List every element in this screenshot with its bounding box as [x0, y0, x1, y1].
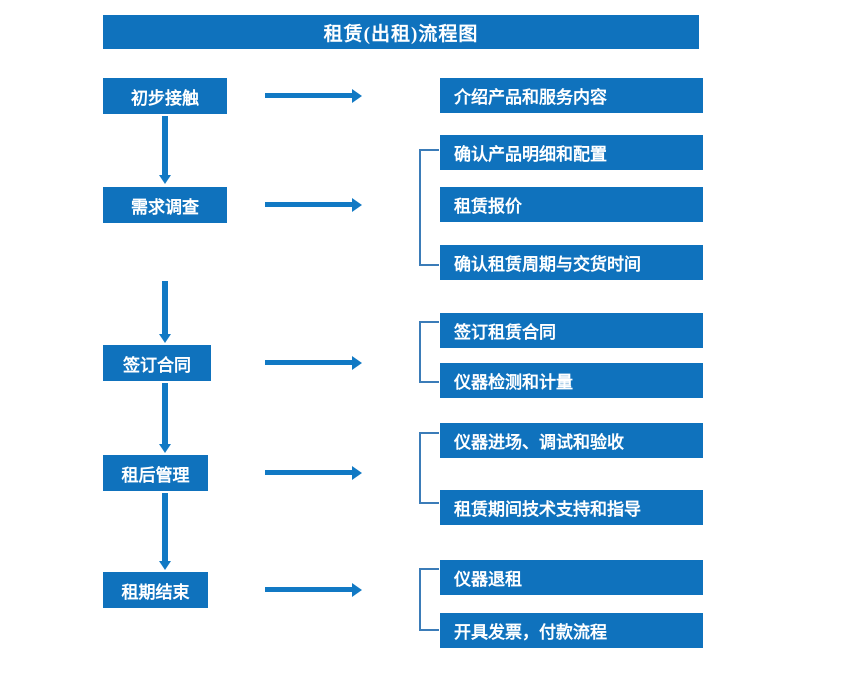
detail-arrow-right-5 — [265, 583, 362, 597]
stage-node-5[interactable]: 租期结束 — [103, 572, 208, 608]
detail-node-6[interactable]: 仪器检测和计量 — [440, 363, 703, 398]
stage-node-4[interactable]: 租后管理 — [103, 455, 208, 491]
detail-node-7[interactable]: 仪器进场、调试和验收 — [440, 423, 703, 458]
stage-node-2[interactable]: 需求调查 — [103, 187, 227, 223]
detail-node-4[interactable]: 确认租赁周期与交货时间 — [440, 245, 703, 280]
detail-node-9[interactable]: 仪器退租 — [440, 560, 703, 595]
diagram-title: 租赁(出租)流程图 — [103, 15, 699, 49]
flow-arrow-down-2 — [159, 281, 171, 343]
detail-node-1[interactable]: 介绍产品和服务内容 — [440, 78, 703, 113]
detail-arrow-right-2 — [265, 198, 362, 212]
detail-node-8[interactable]: 租赁期间技术支持和指导 — [440, 490, 703, 525]
flow-arrow-down-3 — [159, 383, 171, 453]
detail-arrow-right-3 — [265, 356, 362, 370]
group-bracket-3 — [419, 321, 439, 383]
flow-arrow-down-1 — [159, 116, 171, 184]
detail-arrow-right-1 — [265, 89, 362, 103]
detail-node-3[interactable]: 租赁报价 — [440, 187, 703, 222]
stage-node-1[interactable]: 初步接触 — [103, 78, 227, 114]
group-bracket-4 — [419, 432, 439, 504]
detail-arrow-right-4 — [265, 466, 362, 480]
detail-node-5[interactable]: 签订租赁合同 — [440, 313, 703, 348]
flow-arrow-down-4 — [159, 493, 171, 570]
group-bracket-5 — [419, 568, 439, 631]
group-bracket-2 — [419, 149, 439, 266]
detail-node-10[interactable]: 开具发票，付款流程 — [440, 613, 703, 648]
detail-node-2[interactable]: 确认产品明细和配置 — [440, 135, 703, 170]
stage-node-3[interactable]: 签订合同 — [103, 345, 211, 381]
